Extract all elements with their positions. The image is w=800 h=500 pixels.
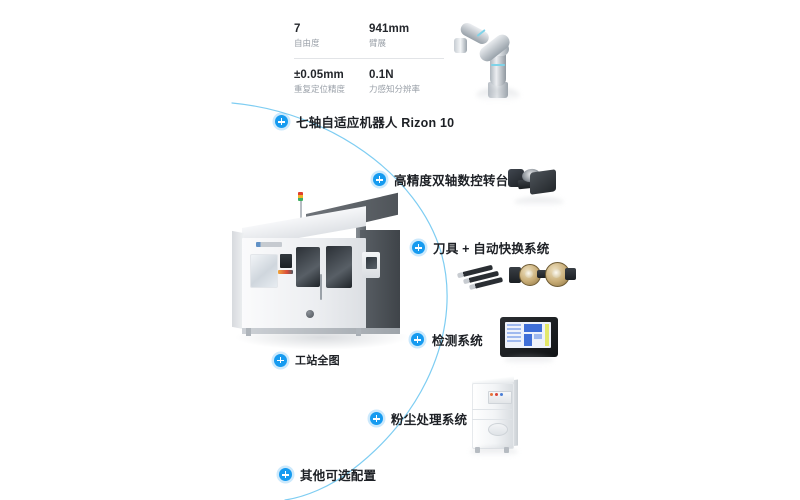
hmi-ui-panel [524,324,542,332]
dust-collector-vent [488,423,508,436]
inspection-hmi-image [500,317,558,365]
dust-collector-caster [475,447,480,453]
machine-base [242,328,400,334]
spec-label: 力感知分辨率 [369,84,421,94]
machine-foot [356,328,361,336]
robot-spec-block: 7 自由度 941mm 臂展 ±0.05mm 重复定位精度 0.1N 力感知分辨… [294,22,444,96]
machine-shadow [234,334,410,350]
hmi-ui-panel [524,334,532,346]
machine-foot [246,328,251,336]
callout-label: 七轴自适应机器人 Rizon 10 [296,116,455,130]
callout-label: 其他可选配置 [300,469,377,483]
tooling-quickchange-image [455,253,581,293]
callout-tooling[interactable]: 刀具 + 自动快换系统 [412,238,549,257]
robot-accent-ring [491,64,505,66]
spec-value: 941mm [369,23,410,35]
spec-label: 臂展 [369,38,387,48]
spec-value: 0.1N [369,69,394,81]
callout-optional[interactable]: 其他可选配置 [279,465,376,484]
machine-rear-panel [360,230,400,328]
hmi-ui-row [507,340,521,342]
robot-wrist [454,38,467,53]
callout-label: 刀具 + 自动快换系统 [433,242,550,256]
machine-control-panel [280,254,292,268]
machine-door-handle [320,274,322,300]
hmi-ui-row [507,336,521,338]
spec-cell-dof: 7 自由度 [294,22,369,50]
hmi-screen [505,322,551,348]
plus-circle-icon[interactable] [412,241,425,254]
dust-collector-seam [472,419,512,420]
spec-label: 自由度 [294,38,320,48]
spec-row-1: 7 自由度 941mm 臂展 [294,22,444,50]
hmi-reflection [504,355,554,365]
plus-circle-icon[interactable] [279,468,292,481]
quickchange-link [537,270,547,278]
quickchange-block [509,267,521,283]
robot-base [488,82,508,98]
machine-left-window [250,254,278,288]
hmi-ui-panel [534,334,542,339]
dust-collector-seam [472,409,512,410]
rotary-table-reflection [514,197,564,207]
dust-collector-reflection [470,447,518,457]
machine-door-window-b [326,246,352,288]
spec-label: 重复定位精度 [294,84,346,94]
robot-arm-image [452,12,544,104]
dust-collector-control-panel [488,391,512,404]
dust-collector-caster [504,447,509,453]
dust-collector-led [495,393,498,396]
quickchange-coupler-bore [552,269,561,278]
quickchange-coupler-bore [525,270,533,278]
plus-circle-icon[interactable] [274,353,287,367]
spec-cell-force-resolution: 0.1N 力感知分辨率 [369,68,444,96]
quickchange-block [565,268,576,280]
cnc-workstation-image [232,192,410,352]
callout-inspection[interactable]: 检测系统 [411,330,483,349]
spec-cell-repeatability: ±0.05mm 重复定位精度 [294,68,369,96]
rotary-table-image [506,163,572,207]
robot-reflection [476,88,520,102]
callout-label: 粉尘处理系统 [391,413,468,427]
plus-circle-icon[interactable] [275,115,288,128]
plus-circle-icon[interactable] [411,333,424,346]
hmi-ui-row [507,324,521,326]
machine-knob [306,310,314,318]
machine-door-window-a [296,247,320,287]
machine-indicator-strip [278,270,293,274]
dust-collector-led [500,393,503,396]
callout-label: 高精度双轴数控转台 [394,174,509,188]
dust-collector-image [466,376,522,457]
spec-cell-reach: 941mm 臂展 [369,22,444,50]
callout-turntable[interactable]: 高精度双轴数控转台 [373,170,508,189]
spec-row-2: ±0.05mm 重复定位精度 0.1N 力感知分辨率 [294,58,444,96]
rotary-table-housing [530,169,556,195]
machine-brand-logo [256,242,282,247]
callout-overview[interactable]: 工站全图 [274,352,340,368]
signal-tower-pole [300,192,302,232]
hmi-ui-row [507,332,521,334]
hmi-ui-row [507,328,521,330]
hmi-ui-sidebar [545,324,549,346]
plus-circle-icon[interactable] [373,173,386,186]
callout-label: 工站全图 [295,355,340,367]
callout-dust[interactable]: 粉尘处理系统 [370,409,467,428]
dust-collector-led [490,393,493,396]
callout-robot[interactable]: 七轴自适应机器人 Rizon 10 [275,112,454,131]
spec-value: 7 [294,23,301,35]
callout-label: 检测系统 [432,334,483,348]
machine-hmi-screen [366,257,377,269]
signal-tower-light [298,192,303,201]
plus-circle-icon[interactable] [370,412,383,425]
spec-value: ±0.05mm [294,69,344,81]
